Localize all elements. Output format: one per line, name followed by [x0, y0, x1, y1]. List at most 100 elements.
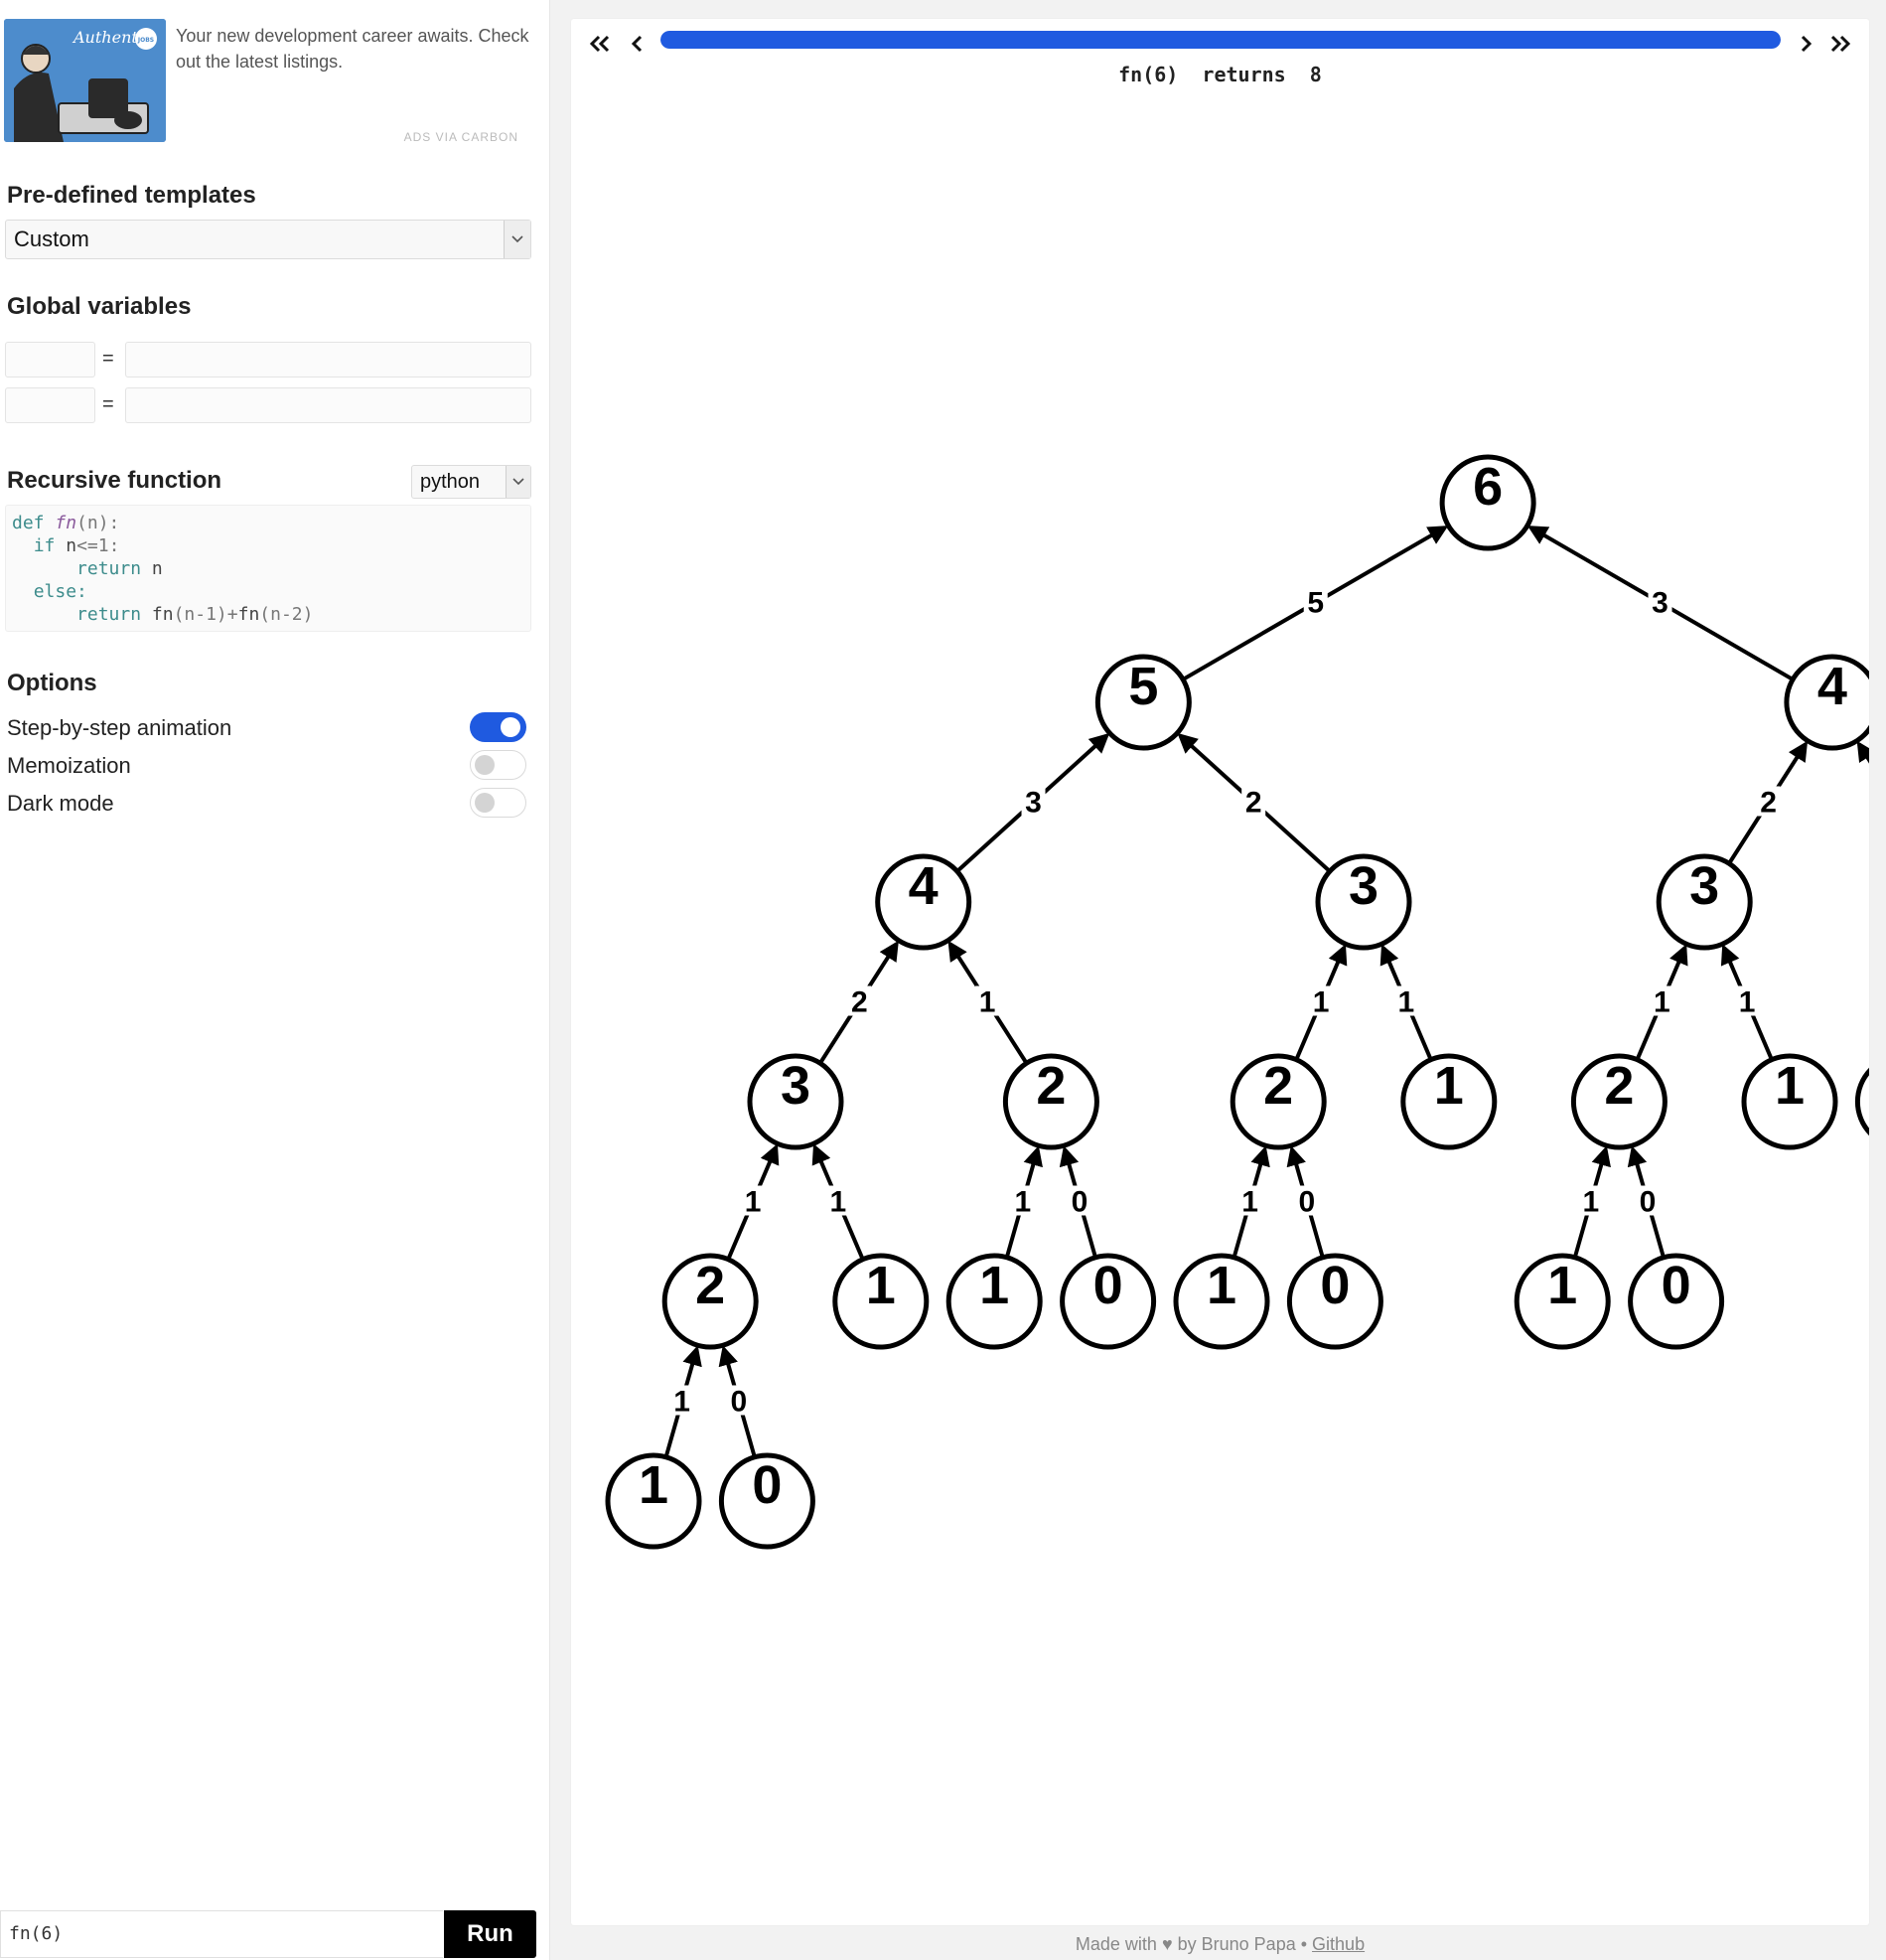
- edge-return-label: 3: [1025, 787, 1042, 820]
- edge-return-label: 1: [979, 986, 996, 1019]
- tree-node-label: 6: [1473, 457, 1503, 517]
- edge-label-bg: [1010, 1185, 1035, 1216]
- edge-label-bg: [1756, 786, 1781, 817]
- dark-mode-toggle[interactable]: [470, 788, 526, 818]
- edge-label-bg: [1636, 1185, 1660, 1216]
- tree-node[interactable]: [1094, 654, 1192, 751]
- tree-node[interactable]: [747, 1053, 844, 1150]
- edge-return-label: 0: [1072, 1186, 1088, 1219]
- option-label-memoization: Memoization: [7, 753, 131, 778]
- first-step-icon[interactable]: [586, 29, 616, 59]
- edge-label-bg: [825, 1185, 850, 1216]
- edge-return-label: 1: [673, 1386, 690, 1419]
- option-label-step-by-step: Step-by-step animation: [7, 715, 232, 740]
- edge-return-label: 0: [730, 1386, 747, 1419]
- tree-node-label: 0: [1093, 1256, 1123, 1315]
- tree-node[interactable]: [1656, 853, 1753, 951]
- edge-label-bg: [847, 985, 872, 1016]
- tree-node[interactable]: [1315, 853, 1412, 951]
- ad-text[interactable]: Your new development career awaits. Chec…: [176, 26, 529, 72]
- prev-step-icon[interactable]: [623, 29, 653, 59]
- tree-node[interactable]: [605, 1452, 702, 1550]
- tree-node-label: 4: [1817, 657, 1847, 716]
- tree-node[interactable]: [1286, 1253, 1383, 1350]
- last-step-icon[interactable]: [1824, 29, 1854, 59]
- footer-text: Made with ♥ by Bruno Papa •: [1075, 1934, 1308, 1954]
- edge-label-bg: [1650, 985, 1674, 1016]
- tree-node[interactable]: [1570, 1053, 1668, 1150]
- step-progress-bar[interactable]: [660, 31, 1781, 49]
- language-select[interactable]: python: [411, 465, 531, 499]
- tree-node[interactable]: [661, 1253, 759, 1350]
- tree-node[interactable]: [945, 1253, 1043, 1350]
- recursive-heading: Recursive function: [7, 467, 222, 494]
- tree-node-label: 5: [1128, 657, 1158, 716]
- edge-return-label: 2: [851, 986, 868, 1019]
- tree-node-label: 1: [1434, 1056, 1464, 1116]
- tree-node[interactable]: [832, 1253, 930, 1350]
- tree-node-label: 2: [1263, 1056, 1293, 1116]
- tree-node[interactable]: [1854, 1056, 1869, 1147]
- tree-node[interactable]: [1060, 1253, 1157, 1350]
- tree-node-label: 0: [1662, 1256, 1691, 1315]
- ad-via-carbon[interactable]: ADS VIA CARBON: [403, 130, 518, 144]
- edge-return-label: 3: [1652, 587, 1668, 620]
- edge-label-bg: [1303, 586, 1328, 617]
- edge-return-label: 1: [745, 1186, 762, 1219]
- tree-node[interactable]: [1628, 1253, 1725, 1350]
- globals-heading: Global variables: [7, 293, 192, 320]
- github-link[interactable]: Github: [1312, 1934, 1366, 1954]
- step-by-step-toggle[interactable]: [470, 712, 526, 742]
- tree-node-label: 1: [639, 1455, 668, 1515]
- edge-return-label: 5: [1307, 587, 1324, 620]
- next-step-icon[interactable]: [1791, 29, 1820, 59]
- tree-node-label: 1: [1207, 1256, 1236, 1315]
- tree-node-label: 1: [866, 1256, 896, 1315]
- global-var-name-1[interactable]: [5, 342, 95, 377]
- edge-label-bg: [1241, 786, 1266, 817]
- recursion-tree: 5332212111111011101010106544332322121102…: [605, 454, 1869, 1550]
- global-var-value-1[interactable]: [125, 342, 531, 377]
- equals-sign-1: =: [102, 348, 114, 370]
- chevron-down-icon[interactable]: [506, 466, 530, 498]
- run-button[interactable]: Run: [444, 1910, 536, 1958]
- tree-node-label: 2: [1604, 1056, 1634, 1116]
- global-var-value-2[interactable]: [125, 387, 531, 423]
- edge-return-label: 1: [1014, 1186, 1031, 1219]
- carbon-ad[interactable]: Authentic JOBS Your new development care…: [4, 19, 548, 144]
- equals-sign-2: =: [102, 393, 114, 415]
- tree-node-label: 1: [979, 1256, 1009, 1315]
- tree-node[interactable]: [1514, 1253, 1611, 1350]
- tree-node[interactable]: [1173, 1253, 1270, 1350]
- chevron-down-icon[interactable]: [504, 221, 530, 258]
- tree-node[interactable]: [1439, 454, 1536, 551]
- edge-label-bg: [1735, 985, 1760, 1016]
- template-select[interactable]: Custom: [5, 220, 531, 259]
- edge-return-label: 1: [830, 1186, 847, 1219]
- tree-node[interactable]: [1230, 1053, 1327, 1150]
- code-editor[interactable]: def fn(n): if n<=1: return n else: retur…: [5, 505, 531, 632]
- progress-fill: [660, 31, 1781, 49]
- tree-node[interactable]: [875, 853, 972, 951]
- edge-label-bg: [1021, 786, 1046, 817]
- function-call-input[interactable]: fn(6): [0, 1910, 443, 1958]
- toggle-knob: [475, 755, 495, 775]
- ad-badge: JOBS: [137, 37, 154, 44]
- edge-label-bg: [726, 1385, 751, 1416]
- tree-node-label: 4: [909, 856, 939, 916]
- tree-node[interactable]: [1400, 1053, 1498, 1150]
- global-var-name-2[interactable]: [5, 387, 95, 423]
- ad-image[interactable]: Authentic JOBS: [4, 19, 166, 142]
- tree-node[interactable]: [1002, 1053, 1099, 1150]
- tree-node-label: 1: [1775, 1056, 1805, 1116]
- template-select-value: Custom: [14, 226, 89, 251]
- memoization-toggle[interactable]: [470, 750, 526, 780]
- tree-node[interactable]: [718, 1452, 815, 1550]
- toggle-knob: [501, 717, 520, 737]
- edge-label-bg: [1393, 985, 1418, 1016]
- tree-node[interactable]: [1741, 1053, 1838, 1150]
- tree-node-label: 1: [1547, 1256, 1577, 1315]
- tree-node-label: 3: [781, 1056, 810, 1116]
- sidebar: Authentic JOBS Your new development care…: [0, 0, 550, 1960]
- tree-node[interactable]: [1784, 654, 1869, 751]
